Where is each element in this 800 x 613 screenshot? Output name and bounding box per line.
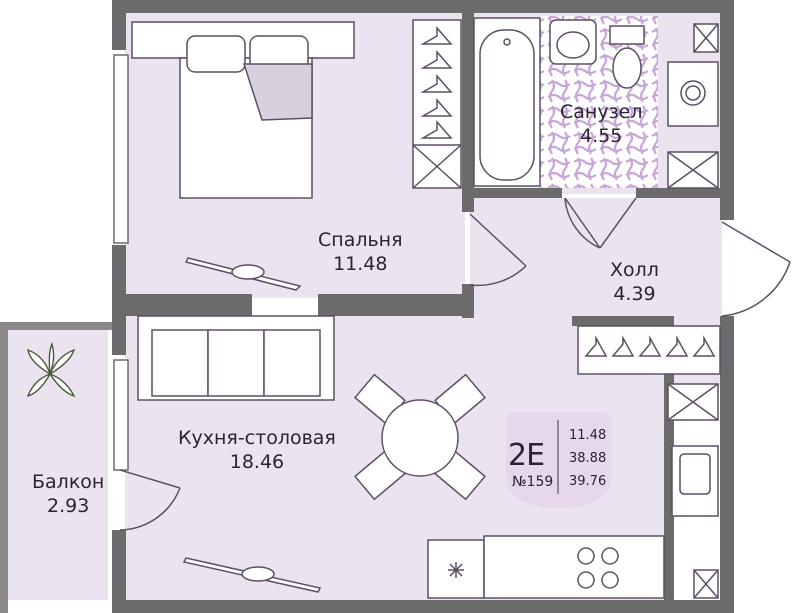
bed: [131, 21, 355, 199]
hall-area: 4.39: [613, 283, 656, 305]
kitchen-area: 18.46: [229, 451, 285, 473]
balcony-door: [119, 469, 181, 531]
kitchen-name: Кухня-столовая: [178, 427, 336, 449]
plant-icon: [26, 342, 76, 398]
bedroom-window: [113, 54, 129, 244]
apartment-code: 2E: [508, 438, 545, 473]
bedroom-name: Спальня: [318, 229, 403, 251]
bedroom-wall-bottom-left: [112, 294, 252, 316]
dining-table: [353, 373, 487, 501]
hall-floor: [470, 198, 722, 318]
balcony-area: 2.93: [47, 495, 90, 517]
bathroom-label: Санузел 4.55: [560, 100, 643, 148]
wardrobe-hangers: [420, 26, 453, 139]
area-with-balcony: 39.76: [569, 474, 607, 489]
apartment-badge: [506, 412, 612, 508]
ventilation-shafts: [667, 23, 719, 599]
total-area: 38.88: [569, 451, 607, 466]
hall-wardrobe: [577, 325, 721, 375]
outer-wall-left-bottom: [112, 530, 126, 613]
kitchen-label: Кухня-столовая 18.46: [178, 426, 336, 474]
entrance-door: [721, 221, 791, 317]
hall-name: Холл: [610, 259, 659, 281]
apartment-number: №159: [512, 474, 554, 490]
sofa: [137, 315, 335, 401]
bedroom-wall-bottom-right: [318, 294, 470, 316]
bathroom-name: Санузел: [560, 101, 643, 123]
windows: [113, 54, 129, 471]
balcony-label: Балкон 2.93: [32, 470, 104, 518]
bath-wall-left: [462, 0, 474, 212]
bathroom-area: 4.55: [580, 125, 623, 147]
outer-wall-top: [112, 0, 734, 13]
balcony-name: Балкон: [32, 471, 105, 493]
outer-wall-bottom: [112, 600, 734, 613]
balcony-rail: [0, 322, 112, 330]
doors: [119, 197, 791, 531]
bath-wall-bottom-a: [462, 188, 562, 198]
outer-wall-right-lower: [720, 316, 734, 613]
bathroom-door: [564, 197, 637, 249]
balcony-frame: [0, 322, 8, 613]
bedroom-label: Спальня 11.48: [318, 228, 403, 276]
washer: [667, 61, 719, 127]
living-area: 11.48: [569, 428, 607, 443]
hall-wall-right: [664, 316, 674, 606]
sink: [549, 19, 597, 65]
kitchen-counter: [427, 445, 719, 599]
bathtub: [473, 17, 541, 187]
window-sill: [182, 257, 322, 593]
hall-label: Холл 4.39: [610, 258, 659, 306]
outer-wall-right-upper: [720, 0, 734, 220]
toilet: [609, 25, 645, 89]
wardrobe-wall: [572, 316, 672, 326]
outer-wall-left-top: [112, 0, 126, 50]
walls: [0, 0, 734, 613]
hall-partition: [462, 284, 474, 318]
bedroom-door: [469, 213, 527, 287]
bath-wall-bottom-b: [636, 188, 734, 198]
kitchen-window: [113, 359, 129, 471]
bedroom-area: 11.48: [333, 253, 388, 275]
